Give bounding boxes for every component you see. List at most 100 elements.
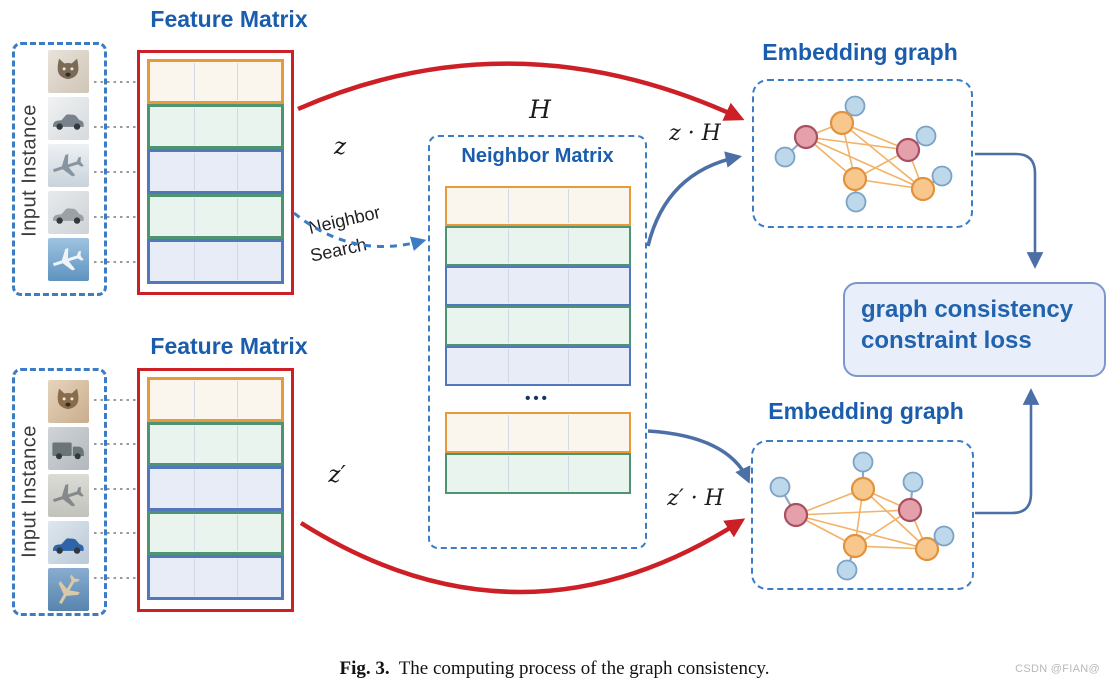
matrix-row-blue <box>147 555 284 600</box>
feature-matrix-title-top: Feature Matrix <box>150 6 308 32</box>
matrix-row-green <box>147 510 284 555</box>
matrix-row-orange <box>445 412 631 453</box>
instance-photo-plane <box>48 474 89 517</box>
input-instance-label-bottom: Input Instance <box>18 425 41 558</box>
matrix-cell-divider <box>568 349 570 383</box>
caption-number: Fig. 3. <box>339 658 390 679</box>
loss-line1: graph consistency <box>861 296 1074 323</box>
matrix-cell-divider <box>237 243 239 280</box>
matrix-row-blue <box>147 149 284 194</box>
instance-photo-dog <box>48 50 89 93</box>
embedding-graph-box-bottom <box>751 440 974 590</box>
instance-photo-plane_top <box>48 568 89 611</box>
watermark: CSDN @FIAN@ <box>1015 663 1100 675</box>
matrix-cell-divider <box>193 198 195 235</box>
neighbor-matrix-title: Neighbor Matrix <box>461 145 614 167</box>
matrix-cell-divider <box>568 189 570 223</box>
matrix-cell-divider <box>568 415 570 450</box>
matrix-cell-divider <box>568 456 570 491</box>
embedding-graph-title-bottom: Embedding graph <box>768 398 964 424</box>
car-icon <box>53 207 85 224</box>
neighbor-matrix-lower-rows <box>445 412 631 494</box>
connector-embedding-top-to-loss <box>975 152 1044 269</box>
matrix-row-orange <box>147 59 284 104</box>
feature-matrix-title-bottom: Feature Matrix <box>150 333 308 359</box>
matrix-cell-divider <box>507 189 509 223</box>
figure-caption: Fig. 3. The computing process of the grap… <box>0 658 1109 680</box>
instance-photo-dog <box>48 380 89 423</box>
input-instance-label-top: Input Instance <box>18 104 41 237</box>
loss-line2: constraint loss <box>861 326 1032 354</box>
z-label: z <box>333 134 347 160</box>
matrix-cell-divider <box>237 153 239 190</box>
embedding-graph-title-top: Embedding graph <box>762 39 958 65</box>
neighbor-matrix-upper-rows <box>445 186 631 386</box>
matrix-cell-divider <box>568 229 570 263</box>
matrix-cell-divider <box>193 108 195 145</box>
matrix-cell-divider <box>237 559 239 596</box>
H-label: H <box>529 95 551 124</box>
arrow-neighbor-to-embedding-bottom <box>647 429 751 484</box>
matrix-cell-divider <box>237 198 239 235</box>
matrix-cell-divider <box>507 269 509 303</box>
instance-photo-plane <box>48 144 89 187</box>
airplane-icon <box>53 153 85 176</box>
z-dot-H-label: z · H <box>669 121 721 146</box>
matrix-row-orange <box>147 377 284 422</box>
matrix-row-green <box>147 421 284 466</box>
instance-photo-plane <box>48 238 89 281</box>
matrix-cell-divider <box>568 309 570 343</box>
neighbor-search-label-line1: Neighbor <box>306 202 383 238</box>
z-prime-label: z′ <box>328 462 346 488</box>
neighbor-matrix-ellipsis: ••• <box>525 390 550 407</box>
matrix-cell-divider <box>193 470 195 507</box>
loss-box: graph consistency constraint loss <box>843 282 1106 377</box>
matrix-row-green <box>147 194 284 239</box>
matrix-cell-divider <box>237 514 239 551</box>
matrix-cell-divider <box>193 153 195 190</box>
matrix-cell-divider <box>507 229 509 263</box>
matrix-row-green <box>445 453 631 494</box>
dog-icon <box>58 388 79 409</box>
matrix-row-blue <box>445 346 631 386</box>
input-instances-bottom <box>48 380 89 611</box>
matrix-row-blue <box>147 466 284 511</box>
matrix-row-blue <box>445 266 631 306</box>
z-prime-dot-H-label: z′ · H <box>667 486 724 511</box>
airplane-top-icon <box>59 574 81 604</box>
input-instances-top <box>48 50 89 281</box>
matrix-cell-divider <box>237 381 239 418</box>
matrix-cell-divider <box>193 63 195 100</box>
neighbor-search-label-line2: Search <box>308 234 369 266</box>
instance-photo-car <box>48 521 89 564</box>
airplane-icon <box>53 247 85 270</box>
dog-icon <box>58 58 79 79</box>
matrix-cell-divider <box>193 514 195 551</box>
feature-matrix-box-bottom <box>137 368 294 612</box>
connector-embedding-bottom-to-loss <box>975 388 1040 515</box>
caption-text: The computing process of the graph consi… <box>398 658 770 679</box>
instance-photo-truck <box>48 427 89 470</box>
truck-icon <box>52 442 85 459</box>
matrix-row-blue <box>147 239 284 284</box>
matrix-row-green <box>445 226 631 266</box>
matrix-cell-divider <box>193 425 195 462</box>
arrow-neighbor-to-embedding-top <box>646 151 743 247</box>
matrix-cell-divider <box>237 108 239 145</box>
matrix-cell-divider <box>193 243 195 280</box>
matrix-row-green <box>445 306 631 346</box>
input-instance-box-top <box>12 42 107 296</box>
matrix-row-orange <box>445 186 631 226</box>
instance-photo-car <box>48 97 89 140</box>
embedding-graph-box-top <box>752 79 973 228</box>
matrix-cell-divider <box>193 381 195 418</box>
matrix-cell-divider <box>507 309 509 343</box>
matrix-cell-divider <box>237 63 239 100</box>
feature-matrix-box-top <box>137 50 294 295</box>
matrix-cell-divider <box>507 456 509 491</box>
matrix-cell-divider <box>568 269 570 303</box>
matrix-cell-divider <box>507 349 509 383</box>
input-instance-box-bottom <box>12 368 107 616</box>
matrix-cell-divider <box>507 415 509 450</box>
